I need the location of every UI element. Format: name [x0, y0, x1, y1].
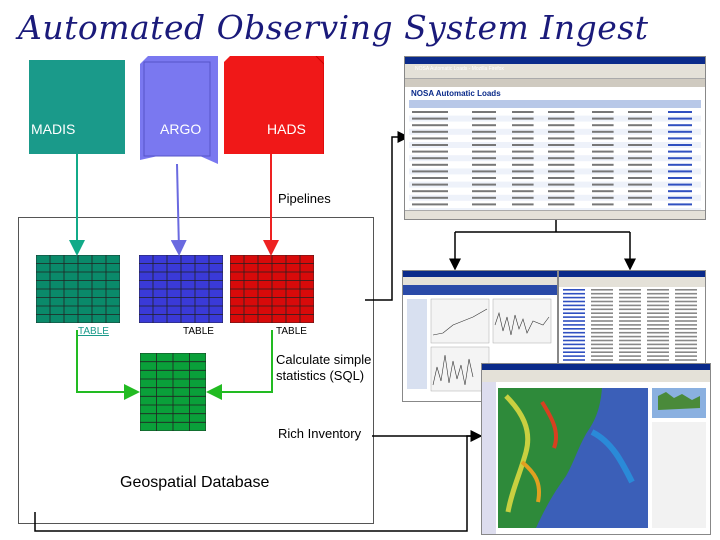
browser-tabbar [405, 79, 705, 87]
argo-table-grid [139, 255, 223, 323]
database-table-grid [140, 353, 206, 431]
page-heading: NOSA Automatic Loads [411, 89, 501, 98]
map-view [482, 382, 706, 534]
map-window [481, 363, 711, 535]
madis-source-block [29, 60, 125, 154]
rich-inventory-label: Rich Inventory [278, 426, 362, 441]
window-titlebar [559, 271, 705, 277]
browser-toolbar [559, 277, 705, 287]
site-banner [403, 285, 557, 295]
plot-panels [407, 298, 552, 392]
argo-source-block [140, 56, 218, 164]
sql-statistics-label: Calculate simple statistics (SQL) [276, 352, 372, 383]
loads-table [409, 100, 701, 214]
database-frame [18, 217, 374, 524]
window-titlebar [482, 364, 710, 370]
argo-label: ARGO [160, 121, 202, 137]
madis-label: MADIS [31, 121, 76, 137]
browser-toolbar [482, 370, 710, 382]
browser-toolbar [405, 64, 705, 79]
map-to-db-line [34, 435, 482, 532]
argo-arrow [170, 163, 187, 256]
pipelines-label: Pipelines [278, 191, 331, 206]
slide-title: Automated Observing System Ingest [18, 8, 649, 47]
madis-to-db-arrow [76, 330, 140, 400]
hads-source-block [224, 56, 324, 154]
nosa-loads-window: NOSA Automatic Loads - Mozilla Firefox N… [404, 56, 706, 220]
madis-table-label: TABLE [78, 326, 109, 337]
madis-table-grid [36, 255, 120, 323]
browser-statusbar [405, 210, 705, 219]
window-titlebar: NOSA Automatic Loads - Mozilla Firefox [405, 57, 705, 72]
window-titlebar [403, 271, 557, 277]
geospatial-database-label: Geospatial Database [120, 474, 270, 491]
hads-to-db-arrow [206, 330, 273, 400]
hads-table-label: TABLE [276, 326, 307, 337]
browser-toolbar [403, 277, 557, 285]
window-title: NOSA Automatic Loads - Mozilla Firefox [415, 66, 504, 72]
argo-table-label: TABLE [183, 326, 214, 337]
db-to-browser-arrow [365, 131, 410, 301]
hads-label: HADS [267, 121, 306, 137]
hads-table-grid [230, 255, 314, 323]
visualization-window [402, 270, 558, 402]
